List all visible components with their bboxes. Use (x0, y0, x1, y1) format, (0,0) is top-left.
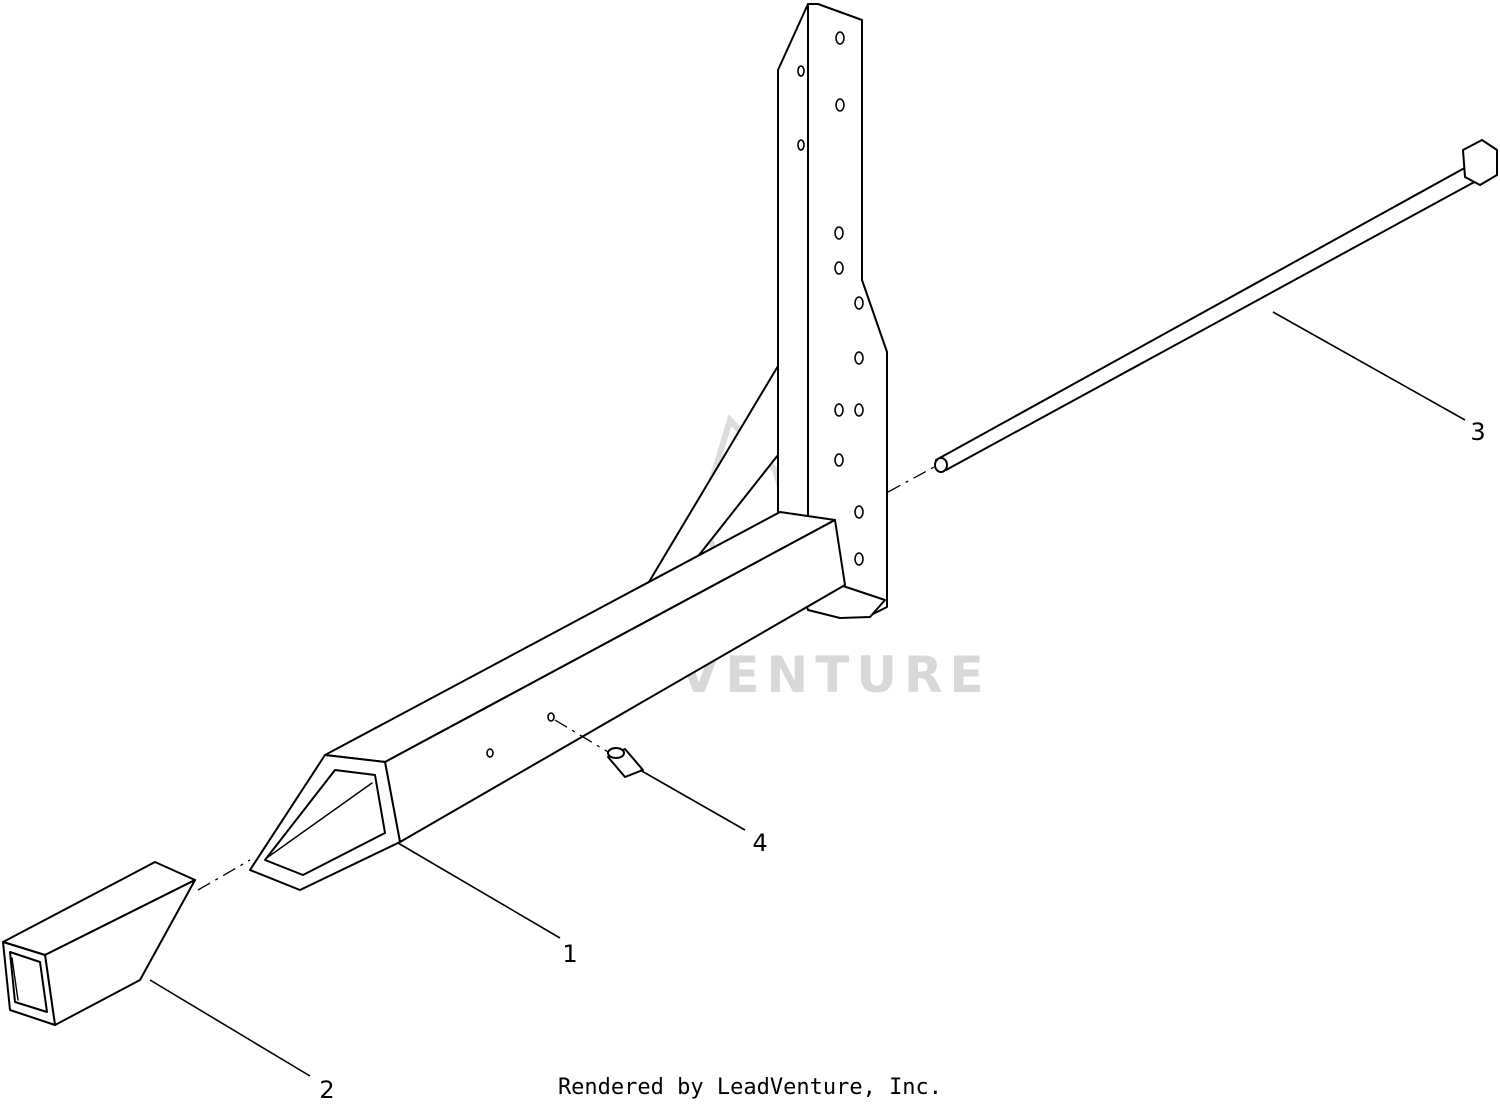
callout-2: 2 (319, 1076, 334, 1104)
tube-opening (9, 951, 48, 1013)
leader-line-3 (1272, 311, 1466, 421)
bolt-tip (934, 457, 948, 473)
part-4-pin (607, 747, 644, 778)
callout-1: 1 (562, 940, 577, 968)
bolt-shaft (935, 164, 1479, 471)
beam-hole (547, 712, 555, 722)
centerline-pin (554, 719, 609, 753)
upright-holes (797, 31, 864, 566)
part-2-insert-tube (2, 861, 196, 1026)
beam-hole (486, 748, 494, 758)
leader-line-4 (639, 769, 746, 831)
part-1-frame (249, 3, 888, 891)
centerline-tube (197, 859, 251, 891)
callout-3: 3 (1470, 418, 1485, 446)
callout-4: 4 (752, 829, 767, 857)
bolt-head (1462, 139, 1498, 186)
part-3-bolt (934, 139, 1498, 473)
footer-credit: Rendered by LeadVenture, Inc. (557, 1075, 943, 1100)
beam-end-opening (264, 769, 386, 876)
leader-line-1 (397, 842, 561, 939)
upright-plate-side (777, 3, 809, 576)
leader-line-2 (149, 979, 311, 1077)
pin-end (607, 747, 625, 759)
centerline-bolt (887, 465, 937, 493)
